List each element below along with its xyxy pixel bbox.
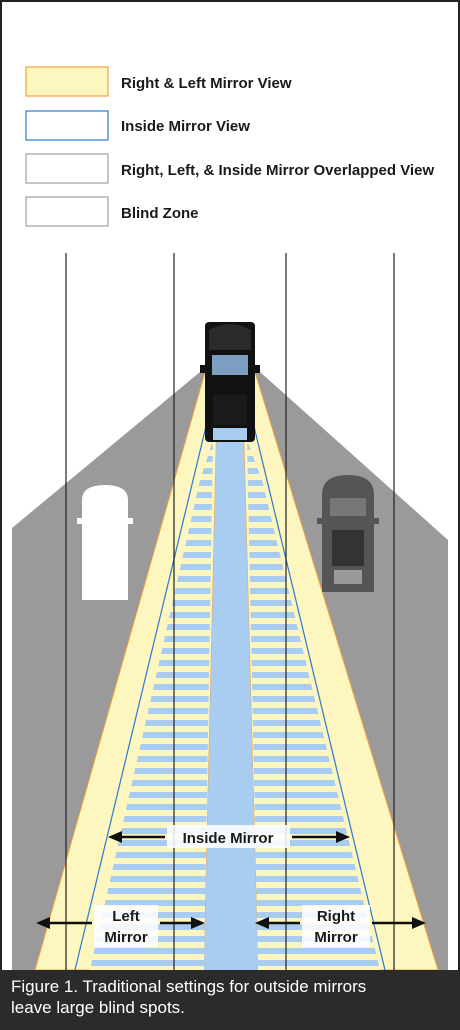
right-mirror-label-line2: Mirror (314, 929, 358, 946)
legend-swatch-inside-view (25, 110, 109, 141)
inside-mirror-label: Inside Mirror (183, 830, 274, 847)
van-left-lane (77, 485, 133, 600)
legend-swatch-overlapped-view (25, 153, 109, 184)
inside-view-edge-right (237, 359, 386, 971)
car-right-lane (317, 475, 379, 592)
legend-label-mirror-view: Right & Left Mirror View (121, 75, 292, 92)
driver-car (200, 322, 260, 442)
inside-mirror-arrowhead-right (336, 831, 350, 843)
right-mirror-annotation: Right Mirror (255, 905, 426, 947)
legend-label-blind-zone: Blind Zone (121, 205, 199, 222)
left-mirror-arrowhead-right (191, 917, 205, 929)
legend-label-inside-view: Inside Mirror View (121, 118, 250, 135)
inside-view-edge-left (74, 359, 223, 971)
right-mirror-arrowhead-right (412, 917, 426, 929)
right-mirror-label-line1: Right (317, 908, 355, 925)
caption-line-1: Figure 1. Traditional settings for outsi… (11, 977, 367, 996)
legend-swatch-blind-zone (25, 196, 109, 227)
inside-mirror-label-bg (167, 825, 290, 848)
left-mirror-label-line2: Mirror (104, 929, 148, 946)
legend-label-overlapped-view: Right, Left, & Inside Mirror Overlapped … (121, 162, 434, 179)
left-mirror-arrowhead-left (36, 917, 50, 929)
lane-lines (65, 253, 395, 970)
caption-line-2: leave large blind spots. (11, 998, 185, 1017)
inside-mirror-annotation: Inside Mirror (108, 825, 350, 848)
figure-caption: Figure 1. Traditional settings for outsi… (0, 970, 460, 1030)
right-mirror-label-bg (302, 905, 370, 947)
left-mirror-label-line1: Left (112, 908, 140, 925)
inside-mirror-view-zone (204, 372, 258, 970)
left-mirror-label-bg (94, 905, 158, 947)
inside-mirror-arrowhead-left (108, 831, 122, 843)
legend-swatch-mirror-view (25, 66, 109, 97)
legend: Right & Left Mirror View Inside Mirror V… (25, 66, 434, 227)
left-mirror-annotation: Left Mirror (36, 905, 205, 947)
right-mirror-arrowhead-left (255, 917, 269, 929)
